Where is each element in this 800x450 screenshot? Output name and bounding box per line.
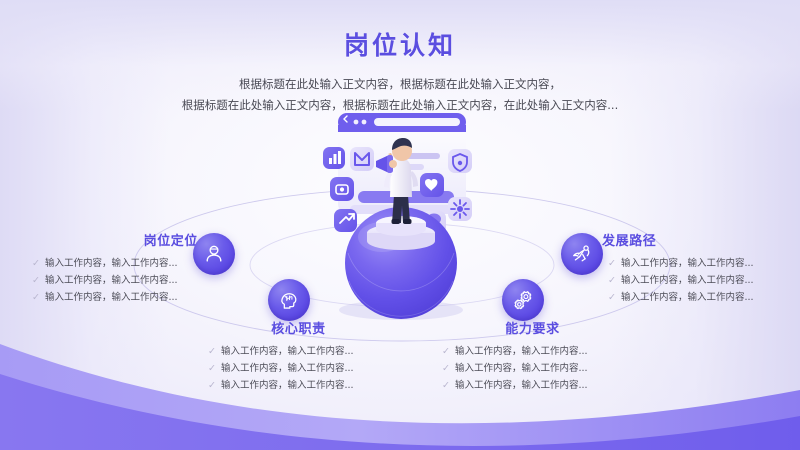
group-title-bottom-right: 能力要求 — [505, 321, 560, 336]
mail-icon — [350, 147, 374, 171]
central-illustration — [323, 113, 472, 320]
list-item: ✓ 输入工作内容，输入工作内容... — [602, 289, 792, 306]
list-item: ✓ 输入工作内容，输入工作内容... — [442, 343, 635, 360]
sparkle-icon — [448, 197, 472, 221]
check-icon: ✓ — [208, 346, 216, 357]
chart-icon — [323, 147, 345, 169]
list-item: ✓ 输入工作内容，输入工作内容... — [208, 360, 401, 377]
list-item-text: 输入工作内容，输入工作内容... — [44, 292, 178, 303]
list-item-text: 输入工作内容，输入工作内容... — [620, 292, 754, 303]
check-icon: ✓ — [442, 346, 450, 357]
gears-icon — [514, 291, 532, 310]
subtitle-text: 根据标题在此处输入正文内容，根据标题在此处输入正文内容， 根据标题在此处输入正文… — [0, 74, 800, 116]
gears-icon-bubble[interactable] — [502, 279, 544, 321]
list-item: ✓ 输入工作内容，输入工作内容... — [208, 377, 401, 394]
bottom-wave-decoration — [0, 344, 800, 450]
list-item: ✓ 输入工作内容，输入工作内容... — [442, 377, 635, 394]
list-item: ✓ 输入工作内容，输入工作内容... — [602, 272, 792, 289]
check-icon: ✓ — [608, 292, 616, 303]
superhero-rocket-icon-bubble[interactable] — [561, 233, 603, 275]
list-item: ✓ 输入工作内容，输入工作内容... — [442, 360, 635, 377]
check-icon: ✓ — [32, 275, 40, 286]
list-item-text: 输入工作内容，输入工作内容... — [620, 258, 754, 269]
group-list-bottom-right: ✓ 输入工作内容，输入工作内容... ✓ 输入工作内容，输入工作内容... ✓ … — [430, 343, 635, 394]
check-icon: ✓ — [208, 380, 216, 391]
group-list-left: ✓ 输入工作内容，输入工作内容... ✓ 输入工作内容，输入工作内容... ✓ … — [14, 255, 204, 306]
check-icon: ✓ — [608, 258, 616, 269]
group-title-right: 发展路径 — [602, 233, 657, 248]
person-icon — [206, 245, 222, 262]
megaphone-person — [376, 138, 418, 224]
check-icon: ✓ — [32, 292, 40, 303]
brain-head-icon — [281, 293, 297, 309]
list-item: ✓ 输入工作内容，输入工作内容... — [208, 343, 401, 360]
group-能力要求[interactable]: 能力要求 ✓ 输入工作内容，输入工作内容... ✓ 输入工作内容，输入工作内容.… — [430, 318, 635, 394]
list-item: ✓ 输入工作内容，输入工作内容... — [602, 255, 792, 272]
group-岗位定位[interactable]: 岗位定位 ✓ 输入工作内容，输入工作内容... ✓ 输入工作内容，输入工作内容.… — [14, 230, 204, 306]
check-icon: ✓ — [442, 380, 450, 391]
superhero-rocket-icon — [573, 245, 590, 262]
list-item-text: 输入工作内容，输入工作内容... — [220, 380, 354, 391]
group-发展路径[interactable]: 发展路径 ✓ 输入工作内容，输入工作内容... ✓ 输入工作内容，输入工作内容.… — [602, 230, 792, 306]
subtitle-line-1: 根据标题在此处输入正文内容，根据标题在此处输入正文内容， — [239, 77, 561, 91]
list-item-text: 输入工作内容，输入工作内容... — [220, 346, 354, 357]
list-item: ✓ 输入工作内容，输入工作内容... — [14, 255, 204, 272]
list-item-text: 输入工作内容，输入工作内容... — [620, 275, 754, 286]
check-icon: ✓ — [208, 363, 216, 374]
group-title-left: 岗位定位 — [143, 233, 198, 248]
list-item: ✓ 输入工作内容，输入工作内容... — [14, 272, 204, 289]
group-list-right: ✓ 输入工作内容，输入工作内容... ✓ 输入工作内容，输入工作内容... ✓ … — [602, 255, 792, 306]
person-icon-bubble[interactable] — [193, 233, 235, 275]
check-icon: ✓ — [442, 363, 450, 374]
subtitle-line-2: 根据标题在此处输入正文内容，根据标题在此处输入正文内容，在此处输入正文内容... — [181, 98, 619, 112]
list-item: ✓ 输入工作内容，输入工作内容... — [14, 289, 204, 306]
list-item-text: 输入工作内容，输入工作内容... — [44, 258, 178, 269]
list-item-text: 输入工作内容，输入工作内容... — [454, 346, 588, 357]
slide-header: 岗位认知 根据标题在此处输入正文内容，根据标题在此处输入正文内容， 根据标题在此… — [0, 0, 800, 116]
list-item-text: 输入工作内容，输入工作内容... — [454, 380, 588, 391]
group-list-bottom-left: ✓ 输入工作内容，输入工作内容... ✓ 输入工作内容，输入工作内容... ✓ … — [196, 343, 401, 394]
megaphone — [376, 155, 397, 173]
check-icon: ✓ — [32, 258, 40, 269]
list-item-text: 输入工作内容，输入工作内容... — [44, 275, 178, 286]
list-item-text: 输入工作内容，输入工作内容... — [220, 363, 354, 374]
camera-icon — [330, 177, 354, 201]
page-title: 岗位认知 — [343, 32, 456, 60]
check-icon: ✓ — [608, 275, 616, 286]
heart-icon — [420, 173, 444, 197]
list-item-text: 输入工作内容，输入工作内容... — [454, 363, 588, 374]
shield-icon — [448, 149, 472, 173]
group-核心职责[interactable]: 核心职责 ✓ 输入工作内容，输入工作内容... ✓ 输入工作内容，输入工作内容.… — [196, 318, 401, 394]
group-title-bottom-left: 核心职责 — [271, 321, 326, 336]
brain-head-icon-bubble[interactable] — [268, 279, 310, 321]
growth-arrow-icon — [334, 209, 357, 232]
